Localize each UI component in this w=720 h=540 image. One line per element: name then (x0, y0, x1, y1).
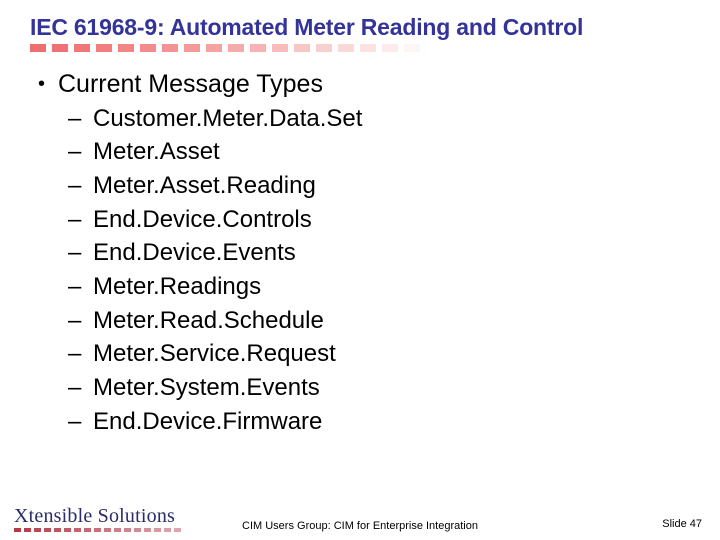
bullet-label: End.Device.Events (93, 239, 296, 267)
logo-dash (84, 528, 91, 532)
footer-event-text: CIM Users Group: CIM for Enterprise Inte… (242, 520, 478, 532)
bullet-dash-marker: – (68, 374, 82, 402)
bullet-label: Meter.Asset.Reading (93, 171, 316, 199)
bullet-label: Meter.Readings (93, 273, 262, 301)
title-divider-rule (30, 44, 422, 52)
bullet-dash-marker: – (68, 239, 82, 267)
logo-dash (64, 528, 71, 532)
divider-dash (140, 44, 156, 52)
logo-dash (14, 528, 21, 532)
divider-dash (162, 44, 178, 52)
bullet-item-level2: –End.Device.Events (30, 236, 690, 270)
logo-dash (164, 528, 171, 532)
logo-dash (154, 528, 161, 532)
bullet-dot-marker: • (38, 73, 46, 95)
divider-dash (118, 44, 134, 52)
divider-dash (184, 44, 200, 52)
slide-number: Slide 47 (662, 518, 702, 530)
bullet-dash-marker: – (68, 138, 82, 166)
divider-dash (250, 44, 266, 52)
bullet-item-level2: –Meter.System.Events (30, 371, 690, 405)
slide-body: •Current Message Types–Customer.Meter.Da… (30, 68, 690, 439)
divider-dash (316, 44, 332, 52)
bullet-item-level2: –Meter.Asset (30, 135, 690, 169)
bullet-dash-marker: – (68, 104, 82, 132)
logo-dash (104, 528, 111, 532)
bullet-label: Meter.Service.Request (93, 340, 336, 368)
bullet-item-level2: –End.Device.Controls (30, 203, 690, 237)
divider-dash (228, 44, 244, 52)
logo-dash (54, 528, 61, 532)
bullet-item-level2: –Meter.Service.Request (30, 337, 690, 371)
page-title: IEC 61968-9: Automated Meter Reading and… (30, 14, 584, 40)
divider-dash (294, 44, 310, 52)
bullet-label: End.Device.Firmware (93, 407, 323, 435)
divider-dash (382, 44, 398, 52)
divider-dash (404, 44, 420, 52)
divider-dash (52, 44, 68, 52)
divider-dash (30, 44, 46, 52)
divider-dash (360, 44, 376, 52)
bullet-dash-marker: – (68, 340, 82, 368)
logo-dash (34, 528, 41, 532)
divider-dash (96, 44, 112, 52)
bullet-label: End.Device.Controls (93, 205, 312, 233)
xtensible-solutions-logo: Xtensible Solutions (14, 505, 194, 532)
bullet-item-level2: –Meter.Readings (30, 270, 690, 304)
bullet-dash-marker: – (68, 407, 82, 435)
divider-dash (74, 44, 90, 52)
message-type-sub-list: –Customer.Meter.Data.Set–Meter.Asset–Met… (30, 102, 690, 439)
bullet-dash-marker: – (68, 306, 82, 334)
divider-dash (272, 44, 288, 52)
logo-dash (44, 528, 51, 532)
logo-wordmark: Xtensible Solutions (14, 505, 176, 527)
divider-dash (338, 44, 354, 52)
logo-dash (124, 528, 131, 532)
bullet-dash-marker: – (68, 273, 82, 301)
bullet-item-level2: –Customer.Meter.Data.Set (30, 102, 690, 136)
logo-dash (144, 528, 151, 532)
bullet-dash-marker: – (68, 171, 82, 199)
bullet-item-level1: • Current Message Types (30, 68, 690, 102)
slide-footer: Xtensible Solutions CIM Users Group: CIM… (0, 498, 720, 540)
bullet-label: Current Message Types (58, 70, 323, 98)
logo-dash (134, 528, 141, 532)
bullet-label: Customer.Meter.Data.Set (93, 104, 363, 132)
logo-dash (174, 528, 181, 532)
bullet-label: Meter.Read.Schedule (93, 306, 324, 334)
logo-dash (94, 528, 101, 532)
divider-dash (206, 44, 222, 52)
bullet-dash-marker: – (68, 205, 82, 233)
logo-dash (114, 528, 121, 532)
bullet-item-level2: –End.Device.Firmware (30, 405, 690, 439)
bullet-item-level2: –Meter.Read.Schedule (30, 304, 690, 338)
logo-underline-rule (14, 528, 181, 532)
logo-dash (74, 528, 81, 532)
bullet-label: Meter.Asset (93, 138, 220, 166)
bullet-item-level2: –Meter.Asset.Reading (30, 169, 690, 203)
bullet-label: Meter.System.Events (93, 374, 320, 402)
logo-dash (24, 528, 31, 532)
